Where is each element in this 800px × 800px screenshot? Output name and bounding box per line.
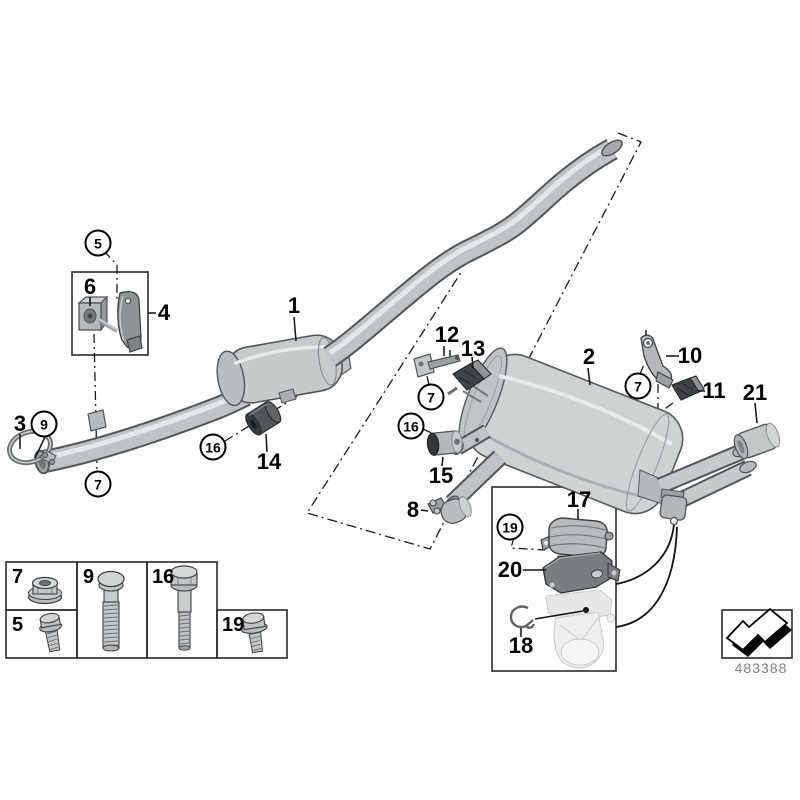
flap-valve-ghost	[545, 589, 616, 669]
clamp-part3	[6, 428, 57, 466]
callout-12[interactable]: 12	[434, 322, 460, 347]
callout-18[interactable]: 18	[508, 633, 534, 658]
diagram-code: 483388	[734, 660, 788, 676]
legend-cell-7[interactable]: 7	[12, 566, 24, 588]
legend-cell-19[interactable]: 19	[222, 614, 245, 636]
callout-7-circled-right[interactable]: 7	[624, 372, 652, 400]
callout-9-circled[interactable]: 9	[30, 410, 58, 438]
screw-glyph-5	[39, 612, 63, 653]
bracket-part4	[117, 291, 143, 353]
bracket-part12	[413, 350, 461, 378]
callout-20[interactable]: 20	[497, 557, 523, 582]
hanger-bracket-part10	[640, 330, 674, 389]
rubber-mount-part14	[245, 400, 282, 436]
callout-21[interactable]: 21	[742, 380, 768, 405]
next-diagram-arrow-icon	[725, 607, 792, 657]
front-silencer	[216, 334, 352, 407]
clamp-part8	[427, 496, 472, 524]
exhaust-flap-actuator-mount	[659, 488, 688, 526]
cable-nipple	[669, 516, 679, 526]
bushing-part15	[426, 430, 463, 456]
callout-13[interactable]: 13	[460, 336, 486, 361]
next-diagram-button[interactable]	[721, 607, 793, 659]
arrow-dot	[583, 607, 589, 613]
legend-cell-9[interactable]: 9	[83, 566, 95, 588]
callout-10[interactable]: 10	[677, 343, 703, 368]
callout-16-circled-right[interactable]: 16	[397, 412, 425, 440]
silencer-mount-tab	[278, 388, 297, 404]
callout-19-circled[interactable]: 19	[496, 513, 524, 541]
bracket-part20	[542, 551, 621, 594]
rubber-mount-part11	[671, 375, 705, 401]
flange-nut-glyph-7	[27, 576, 63, 605]
rubber-mount-part13	[447, 359, 492, 396]
actuator-cables	[615, 523, 678, 628]
callout-4[interactable]: 4	[157, 300, 171, 325]
rear-muffler	[444, 347, 684, 515]
alignment-frame	[305, 132, 642, 550]
actuator-part17	[540, 517, 614, 564]
callout-17[interactable]: 17	[566, 487, 592, 512]
callout-7-circled-left[interactable]: 7	[84, 470, 112, 498]
callout-1[interactable]: 1	[287, 293, 301, 318]
leader-lines	[19, 297, 758, 637]
hanger-pin	[462, 390, 482, 403]
bolt-glyph-16	[170, 565, 198, 651]
tailpipe-tip-part21	[733, 422, 781, 460]
muffler-inlet-pipes	[444, 424, 507, 511]
legend-cell-5[interactable]: 5	[12, 614, 24, 636]
rear-section-pipe	[323, 138, 623, 367]
callout-16-circled-left[interactable]: 16	[199, 433, 227, 461]
callout-3[interactable]: 3	[13, 411, 27, 436]
clip-part18	[509, 605, 536, 629]
screw-glyph-19	[240, 612, 268, 654]
callout-8[interactable]: 8	[406, 497, 420, 522]
bolt-glyph-9	[97, 570, 125, 652]
legend-cell-16[interactable]: 16	[152, 566, 175, 588]
callout-5-circled[interactable]: 5	[84, 229, 112, 257]
legend-table	[5, 561, 288, 659]
pipe-flange-tab	[87, 409, 107, 432]
callout-6[interactable]: 6	[83, 274, 97, 299]
callout-2[interactable]: 2	[582, 344, 596, 369]
callout-7-circled-mid[interactable]: 7	[417, 383, 445, 411]
callout-15[interactable]: 15	[428, 463, 454, 488]
callout-11[interactable]: 11	[702, 378, 726, 403]
rubber-mount-part6	[77, 295, 119, 333]
callout-14[interactable]: 14	[256, 449, 282, 474]
